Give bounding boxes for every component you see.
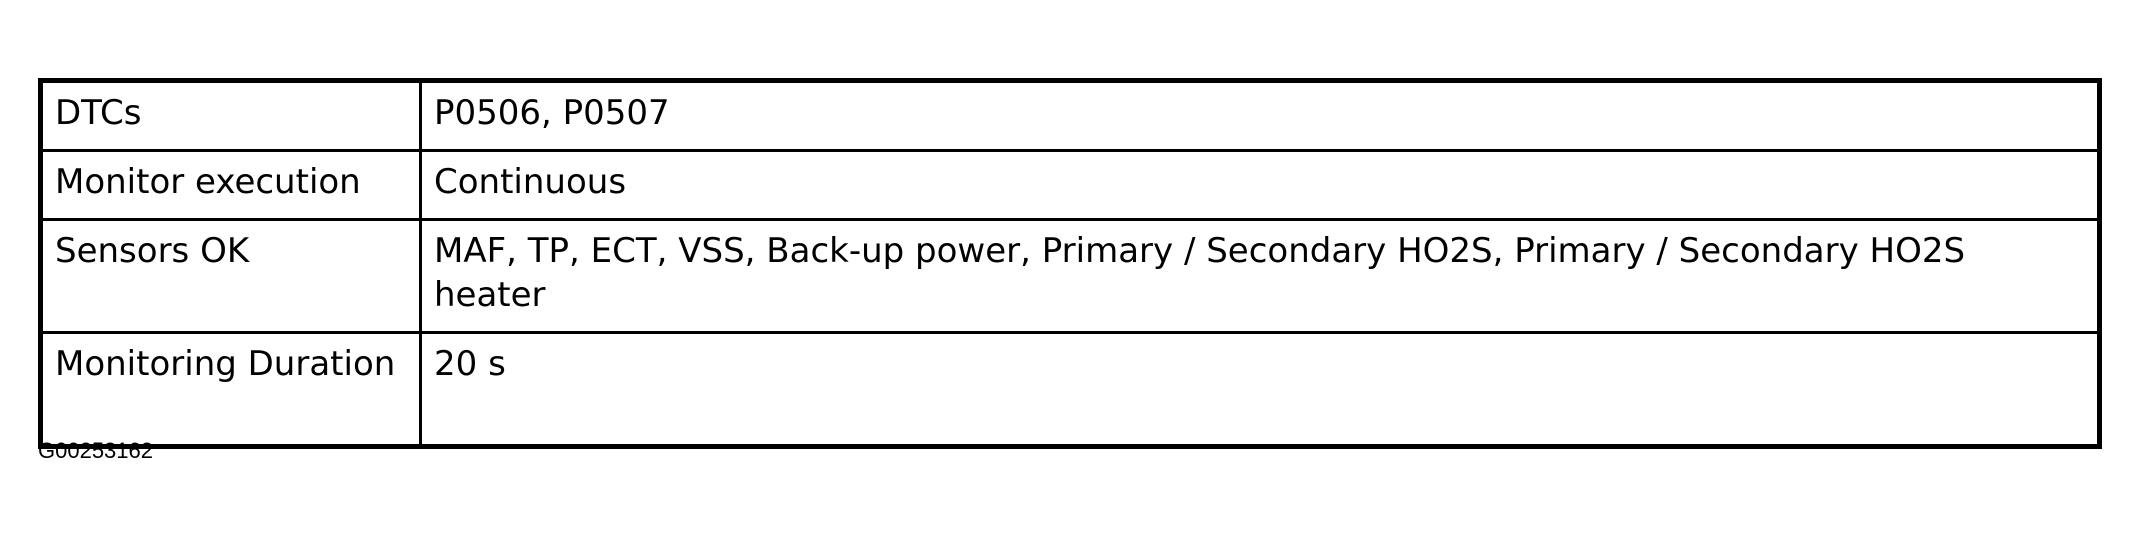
row-label-sensors-ok: Sensors OK	[39, 218, 422, 334]
row-label-dtcs: DTCs	[39, 79, 422, 152]
row-value-sensors-ok: MAF, TP, ECT, VSS, Back-up power, Primar…	[419, 218, 2101, 334]
table-row-monitor-execution: Monitor execution Continuous	[39, 149, 2101, 221]
figure-id: G00253162	[38, 438, 153, 463]
table-row-dtcs: DTCs P0506, P0507	[39, 79, 2101, 152]
row-value-dtcs: P0506, P0507	[419, 79, 2101, 152]
row-value-monitoring-duration: 20 s	[419, 331, 2101, 448]
row-label-monitor-execution: Monitor execution	[39, 149, 422, 221]
monitor-spec-table: DTCs P0506, P0507 Monitor execution Cont…	[38, 78, 2102, 449]
row-value-monitor-execution: Continuous	[419, 149, 2101, 221]
table-row-monitoring-duration: Monitoring Duration 20 s	[39, 331, 2101, 448]
table-row-sensors-ok: Sensors OK MAF, TP, ECT, VSS, Back-up po…	[39, 218, 2101, 334]
row-label-monitoring-duration: Monitoring Duration	[39, 331, 422, 448]
